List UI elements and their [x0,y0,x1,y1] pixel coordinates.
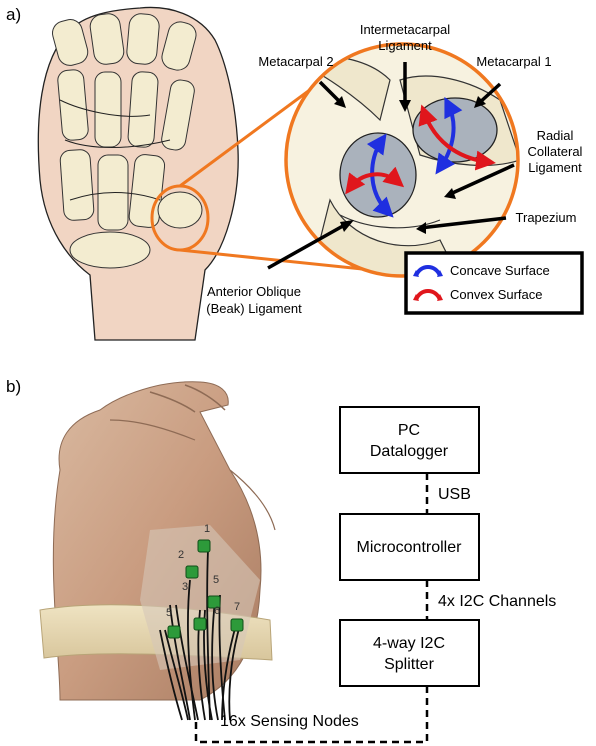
label-radial-1: Radial [537,128,574,143]
hand-photo: 1 2 3 5 5 6 7 [36,375,288,720]
label-aob-1: Anterior Oblique [207,284,301,299]
usb-label: USB [438,486,471,503]
label-metacarpal-1: Metacarpal 1 [476,54,551,69]
photo-number-5a: 5 [213,574,219,586]
pc-label-2: Datalogger [370,443,449,460]
photo-number-6: 6 [214,605,220,617]
splitter-label-1: 4-way I2C [373,635,445,652]
label-metacarpal-2: Metacarpal 2 [258,54,333,69]
panel-b-label: b) [6,377,21,396]
legend: Concave Surface Convex Surface [406,253,582,313]
photo-number-3: 3 [182,581,188,593]
photo-number-1: 1 [204,523,210,535]
label-radial-2: Collateral [528,144,583,159]
pc-label-1: PC [398,422,420,439]
photo-number-2: 2 [178,549,184,561]
panel-a-label: a) [6,5,21,24]
legend-box [406,253,582,313]
splitter-label-2: Splitter [384,656,434,673]
legend-concave-label: Concave Surface [450,263,550,278]
photo-number-5b: 5 [166,607,172,619]
label-radial-3: Ligament [528,160,582,175]
photo-number-7: 7 [234,601,240,613]
splitter-box [340,620,479,686]
i2c-label: 4x I2C Channels [438,593,556,610]
label-intermetacarpal-2: Ligament [378,38,432,53]
legend-convex-label: Convex Surface [450,287,543,302]
sensing-nodes-label: 16x Sensing Nodes [220,713,359,730]
label-intermetacarpal-1: Intermetacarpal [360,22,450,37]
microcontroller-label: Microcontroller [357,539,463,556]
pc-datalogger-box [340,407,479,473]
label-aob-2: (Beak) Ligament [206,301,302,316]
label-trapezium: Trapezium [516,210,577,225]
